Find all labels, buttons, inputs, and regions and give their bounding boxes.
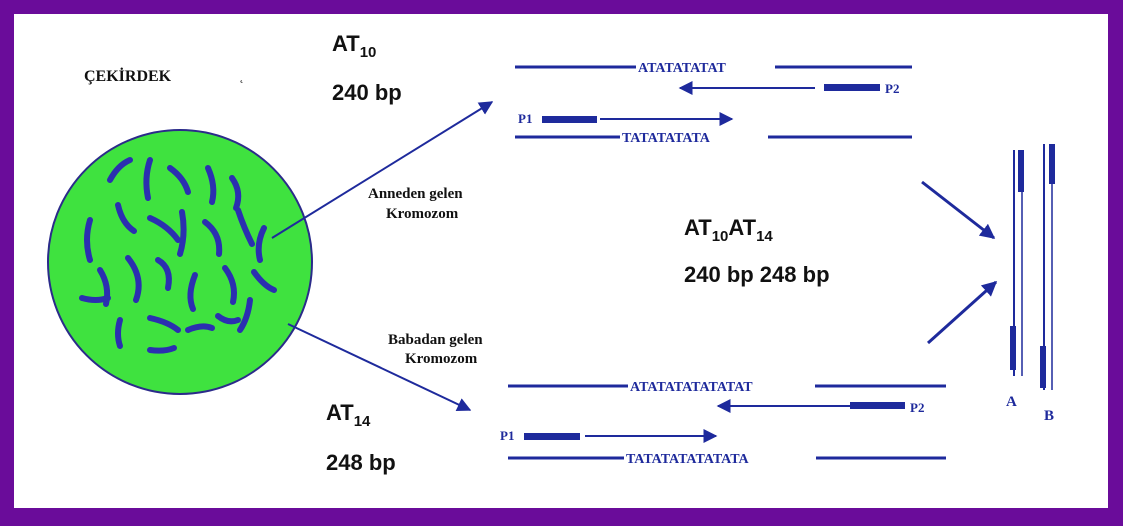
paternal-arrow — [287, 323, 472, 411]
nucleus — [47, 129, 313, 395]
paternal-primer-forward-bar — [524, 433, 580, 440]
maternal-dna: ATATATATAT P2 P1 TATATATATA — [515, 61, 912, 146]
maternal-primer-forward: P1 — [518, 111, 532, 126]
maternal-top-seq: ATATATATAT — [638, 61, 727, 76]
maternal-primer-reverse-bar — [824, 84, 880, 91]
paternal-top-seq: ATATATATATATAT — [630, 380, 753, 395]
genotype-a-sub: 10 — [712, 228, 729, 245]
genotype-b-sub: 14 — [756, 228, 773, 245]
maternal-bottom-seq: TATATATATA — [622, 131, 711, 146]
gel-lanes — [1010, 144, 1055, 390]
maternal-size: 240 bp — [332, 80, 402, 105]
to-gel-arrow-top — [921, 180, 996, 240]
chromosome-set — [79, 157, 277, 354]
paternal-bottom-seq: TATATATATATATA — [626, 452, 750, 467]
paternal-source-line1: Babadan gelen — [388, 332, 483, 348]
lane-b-label: B — [1044, 408, 1054, 424]
to-gel-arrow-bottom — [926, 280, 998, 345]
lane-b-band-top — [1049, 144, 1055, 184]
paternal-allele: AT14 — [326, 400, 371, 430]
maternal-allele-base: AT — [332, 31, 360, 56]
maternal-allele: AT10 — [332, 31, 376, 61]
paternal-primer-reverse-bar — [850, 402, 905, 409]
paternal-allele-base: AT — [326, 400, 354, 425]
maternal-primer-reverse: P2 — [885, 81, 899, 96]
genotype-sizes: 240 bp 248 bp — [684, 262, 830, 287]
paternal-allele-sub: 14 — [354, 413, 371, 430]
nucleus-label-mark: ˛ — [240, 69, 244, 83]
lane-a-band-bottom — [1010, 326, 1016, 370]
nucleus-label: ÇEKİRDEK — [84, 66, 172, 85]
maternal-allele-sub: 10 — [360, 44, 377, 61]
lane-b-band-bottom — [1040, 346, 1046, 388]
paternal-dna: ATATATATATATAT P2 P1 TATATATATATATA — [500, 380, 946, 467]
paternal-size: 248 bp — [326, 450, 396, 475]
genotype-b-base: AT — [728, 215, 756, 240]
maternal-arrow — [271, 101, 494, 239]
paternal-primer-reverse: P2 — [910, 400, 924, 415]
maternal-source-line1: Anneden gelen — [368, 186, 463, 202]
genotype-a-base: AT — [684, 215, 712, 240]
paternal-primer-forward: P1 — [500, 428, 514, 443]
maternal-primer-forward-bar — [542, 116, 597, 123]
lane-a-band-top — [1018, 150, 1024, 192]
maternal-source-line2: Kromozom — [386, 206, 459, 222]
paternal-source-line2: Kromozom — [405, 351, 478, 367]
lane-a-label: A — [1006, 394, 1017, 410]
genotype-alleles: AT10AT14 — [684, 215, 773, 245]
